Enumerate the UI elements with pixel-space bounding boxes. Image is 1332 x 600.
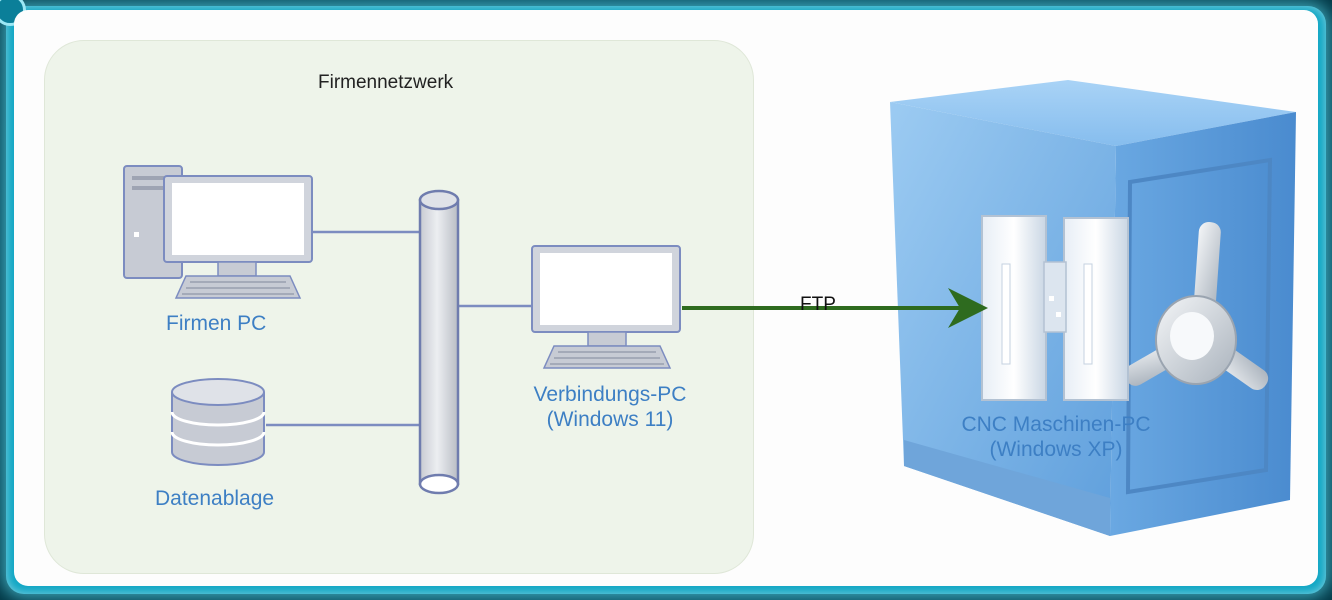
verbindungs-pc-label: Verbindungs-PC (Windows 11) [524, 382, 696, 432]
desktop-pc-icon [123, 165, 313, 299]
network-bus-icon [418, 189, 460, 495]
verbindungs-pc-os: (Windows 11) [546, 408, 674, 431]
ftp-label: FTP [800, 294, 836, 315]
cnc-pc-os: (Windows XP) [989, 438, 1123, 461]
zone-title: Firmennetzwerk [318, 72, 454, 93]
firmen-pc-label: Firmen PC [166, 312, 267, 335]
datenablage-label: Datenablage [155, 487, 275, 510]
database-icon [170, 378, 266, 466]
connection-lines [266, 230, 532, 427]
safe-handle [1124, 222, 1269, 391]
verbindungs-pc-name: Verbindungs-PC [533, 383, 687, 406]
server-icon [981, 215, 1129, 401]
monitor-icon [531, 245, 681, 369]
cnc-pc-label: CNC Maschinen-PC (Windows XP) [946, 412, 1166, 462]
cnc-pc-name: CNC Maschinen-PC [961, 413, 1151, 436]
